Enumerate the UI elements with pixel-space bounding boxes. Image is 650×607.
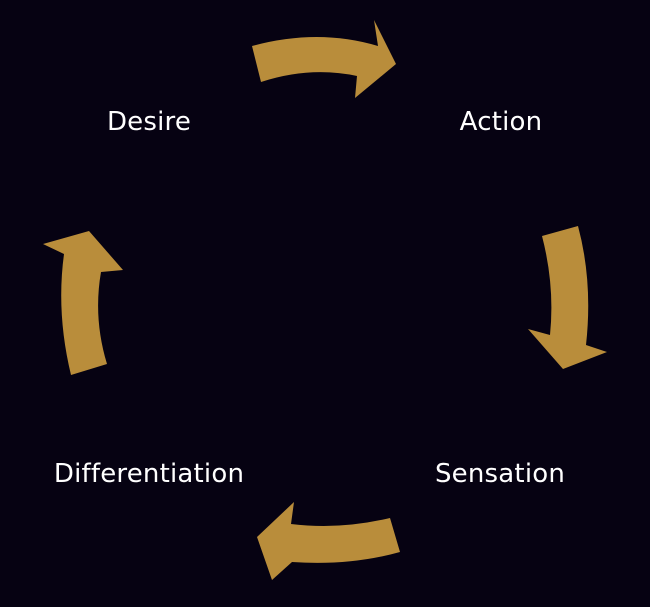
node-label-differentiation: Differentiation (53, 459, 245, 489)
node-label-sensation: Sensation (434, 459, 566, 489)
arrow-desire-to-action (252, 20, 396, 98)
node-label-action: Action (459, 107, 543, 137)
arrow-sensation-to-differentiation (257, 502, 400, 580)
arrow-action-to-sensation (528, 226, 607, 369)
arrow-differentiation-to-desire (43, 231, 123, 375)
node-label-desire: Desire (106, 107, 192, 137)
